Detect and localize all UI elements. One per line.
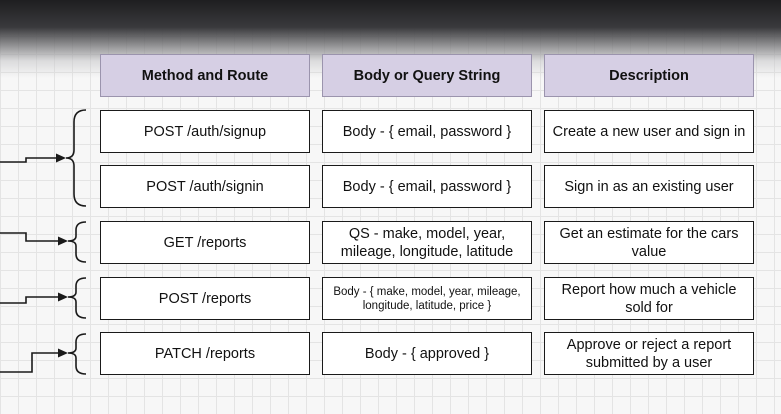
- row-signup-description: Create a new user and sign in: [544, 110, 754, 153]
- arrow-line-auth: [0, 157, 62, 163]
- arrowhead-patch: [58, 348, 68, 358]
- brace-patch: [67, 333, 87, 375]
- brace-get: [67, 221, 87, 263]
- arrow-line-post-reports: [0, 296, 64, 304]
- brace-post-reports: [67, 277, 87, 319]
- row-post-reports-body: Body - { make, model, year, mileage, lon…: [322, 277, 532, 320]
- row-signin-body: Body - { email, password }: [322, 165, 532, 208]
- brace-auth: [65, 109, 87, 207]
- row-post-reports-description: Report how much a vehicle sold for: [544, 277, 754, 320]
- row-post-reports-method: POST /reports: [100, 277, 310, 320]
- header-method-route: Method and Route: [100, 54, 310, 97]
- header-description: Description: [544, 54, 754, 97]
- row-patch-reports-body: Body - { approved }: [322, 332, 532, 375]
- arrow-line-patch: [0, 352, 64, 373]
- arrow-line-get: [0, 232, 64, 242]
- row-patch-reports-method: PATCH /reports: [100, 332, 310, 375]
- row-signin-method: POST /auth/signin: [100, 165, 310, 208]
- row-patch-reports-description: Approve or reject a report submitted by …: [544, 332, 754, 375]
- header-body-query: Body or Query String: [322, 54, 532, 97]
- arrowhead-post-reports: [58, 292, 68, 302]
- arrowhead-auth: [56, 153, 66, 163]
- row-get-reports-description: Get an estimate for the cars value: [544, 221, 754, 264]
- arrowhead-get: [58, 236, 68, 246]
- row-signin-description: Sign in as an existing user: [544, 165, 754, 208]
- row-get-reports-method: GET /reports: [100, 221, 310, 264]
- row-get-reports-body: QS - make, model, year, mileage, longitu…: [322, 221, 532, 264]
- row-signup-body: Body - { email, password }: [322, 110, 532, 153]
- row-signup-method: POST /auth/signup: [100, 110, 310, 153]
